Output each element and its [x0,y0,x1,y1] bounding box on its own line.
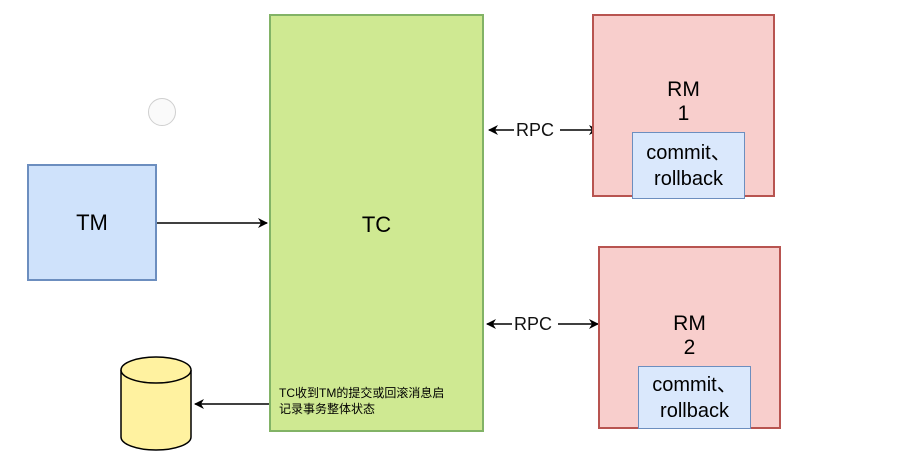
rpc-label-rm2: RPC [513,314,554,334]
rm1-op-line-1: commit、 [646,141,731,164]
tc-node: TC TC收到TM的提交或回滚消息启 记录事务整体状态 [269,14,484,432]
rm1-label-line-2: 1 [677,102,690,125]
rm1-label: RM 1 [594,78,773,126]
rm1-label-line-1: RM [667,78,700,101]
tc-label: TC [361,212,392,237]
rm1-operations-box: commit、 rollback [632,132,745,199]
rm2-operations-box: commit、 rollback [638,366,751,429]
tc-note: TC收到TM的提交或回滚消息启 记录事务整体状态 [279,385,478,417]
rpc-label-rm1: RPC [515,120,556,140]
rm1-op-line-2: rollback [654,167,723,190]
tm-node: TM [27,164,157,281]
rm2-label-line-1: RM [673,312,706,335]
rm2-label-line-2: 2 [683,336,696,359]
rm1-node: RM 1 commit、 rollback [592,14,775,199]
rm2-label: RM 2 [600,312,779,360]
database-cylinder-icon [120,356,192,451]
rm2-op-line-2: rollback [660,399,729,422]
tc-note-line-1: TC收到TM的提交或回滚消息启 [279,386,445,400]
rm2-op-line-1: commit、 [652,373,737,396]
decorative-circle [148,98,176,126]
tc-note-line-2: 记录事务整体状态 [279,402,376,416]
tm-label: TM [76,209,108,235]
rm2-node: RM 2 commit、 rollback [598,246,781,429]
